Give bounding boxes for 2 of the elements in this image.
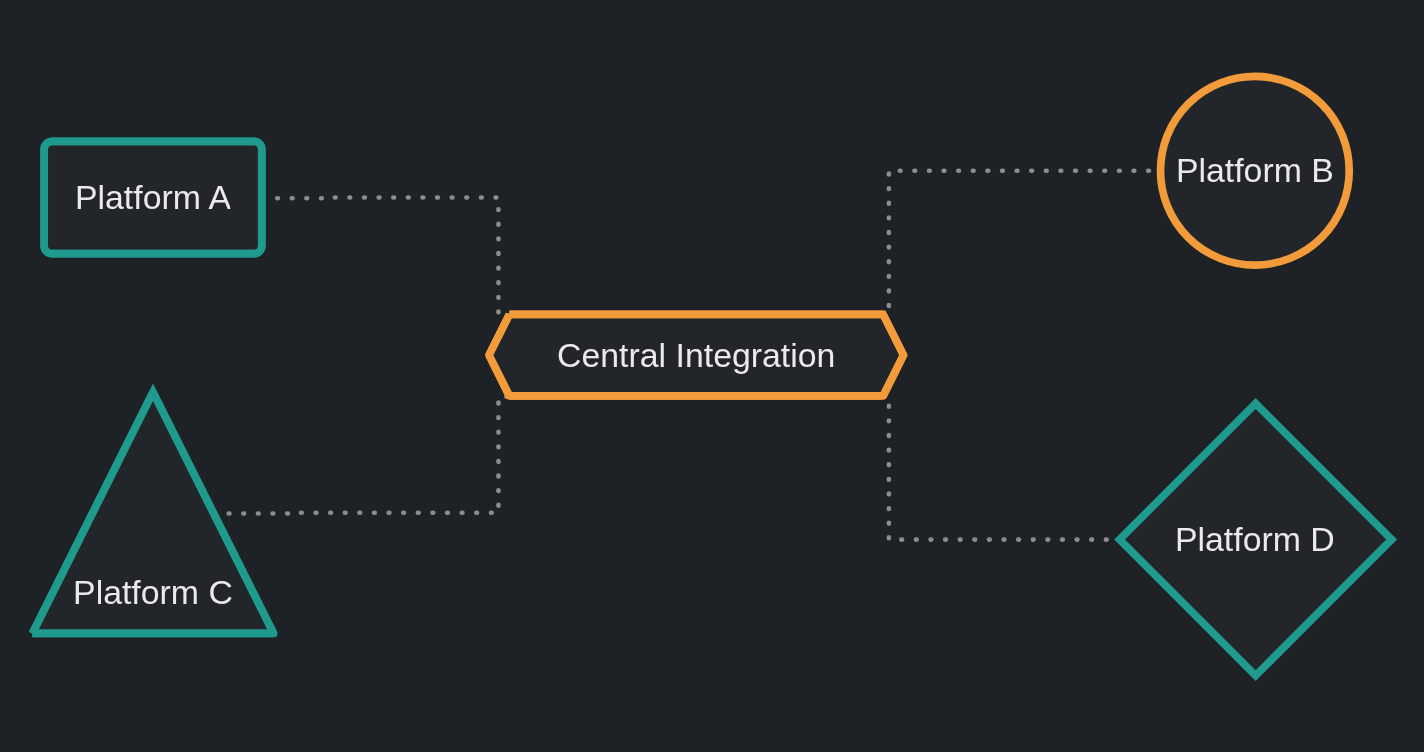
- node-circle: Platform B: [1156, 72, 1354, 269]
- node-diamond: Platform D: [1114, 398, 1398, 682]
